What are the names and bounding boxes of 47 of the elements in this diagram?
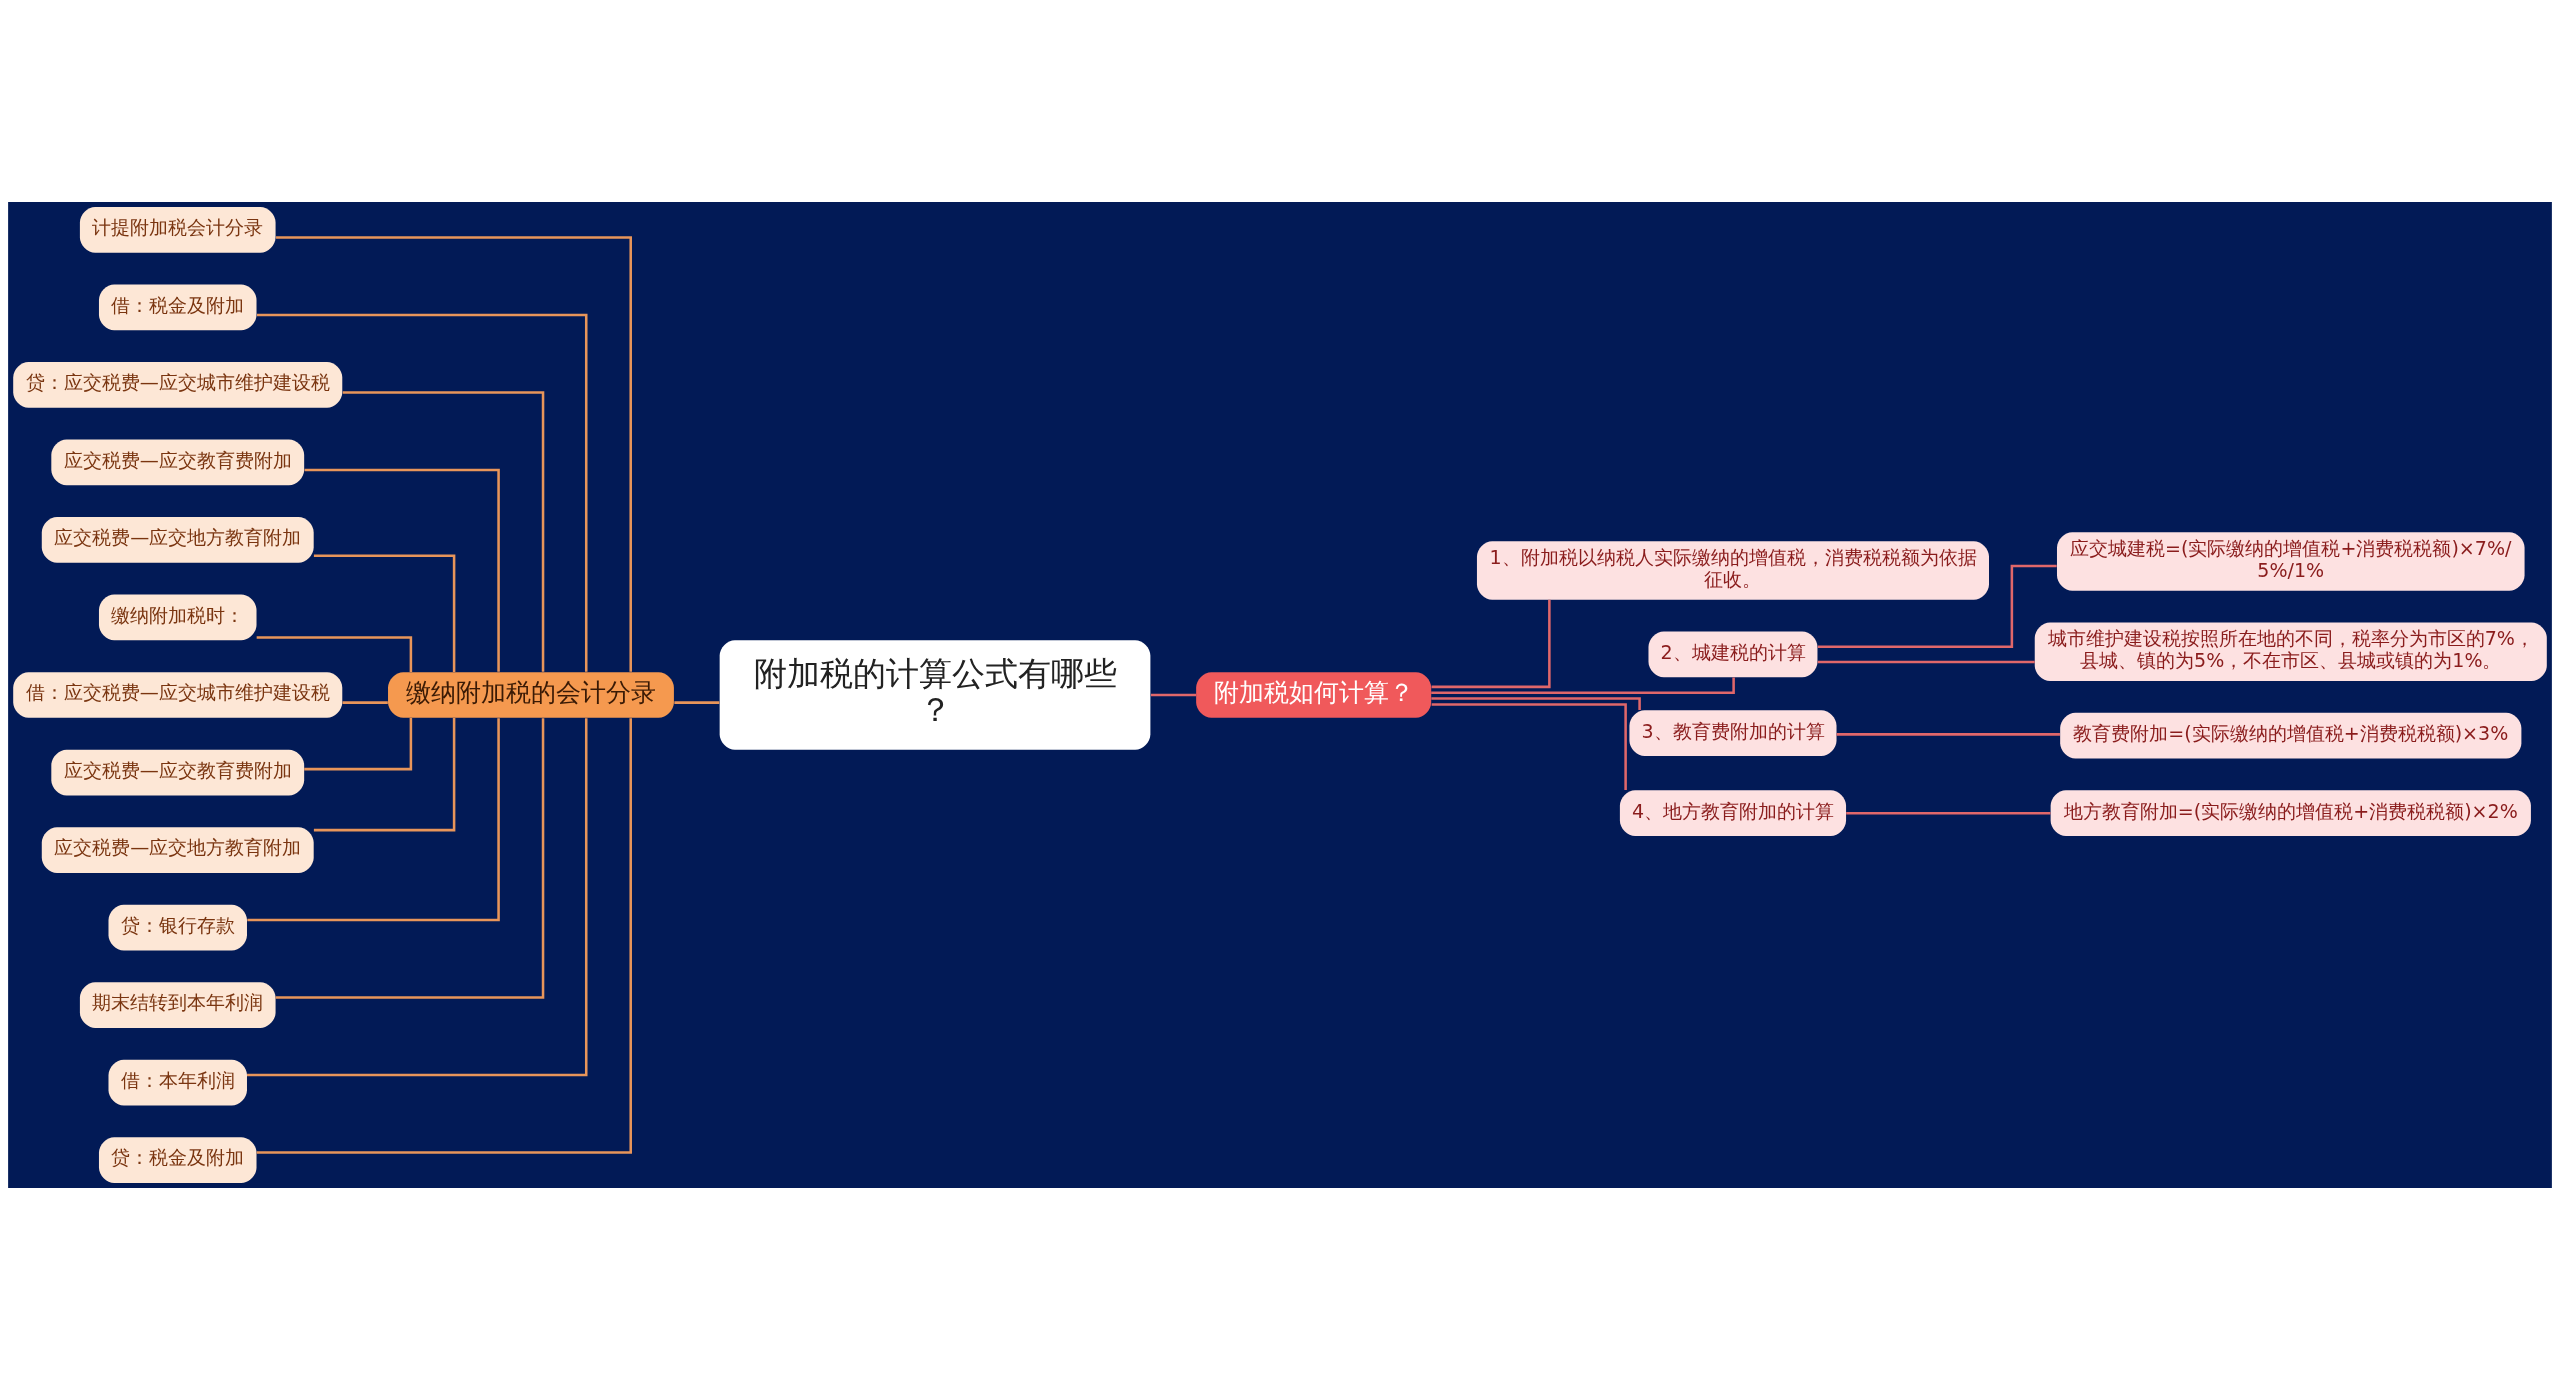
node-box: 应交税费—应交教育费附加 — [51, 749, 305, 796]
connector — [256, 636, 413, 672]
connector — [1846, 811, 2051, 815]
node-box: 计提附加税会计分录 — [79, 207, 276, 253]
node-box: 地方教育附加=(实际缴纳的增值税+消费税税额)×2% — [2050, 790, 2531, 837]
connector — [256, 718, 632, 1154]
node-box: 4、地方教育附加的计算 — [1619, 790, 1847, 837]
node-box: 附加税的计算公式有哪些？ — [719, 640, 1151, 750]
node-box: 贷：税金及附加 — [98, 1137, 257, 1183]
node-box: 应交城建税=(实际缴纳的增值税+消费税税额)×7%/5%/1% — [2057, 532, 2525, 591]
connector — [1431, 677, 1735, 694]
node-box: 教育费附加=(实际缴纳的增值税+消费税税额)×3% — [2060, 712, 2522, 759]
node-box: 缴纳附加税的会计分录 — [388, 672, 674, 718]
node-box: 3、教育费附加的计算 — [1629, 710, 1837, 756]
connector — [1150, 693, 1197, 697]
node-box: 应交税费—应交地方教育附加 — [41, 827, 314, 873]
node-box: 附加税如何计算？ — [1196, 672, 1432, 718]
connector — [313, 554, 456, 672]
node-box: 城市维护建设税按照所在地的不同，税率分为市区的7%，县城、镇的为5%，不在市区、县城或镇的为1%。 — [2034, 622, 2547, 681]
node-box: 借：本年利润 — [108, 1059, 247, 1106]
node-box: 贷：银行存款 — [108, 904, 247, 951]
connector — [247, 718, 500, 922]
node-box: 缴纳附加税时： — [98, 594, 257, 641]
node-box: 应交税费—应交教育费附加 — [51, 439, 305, 486]
node-box: 借：税金及附加 — [98, 284, 257, 331]
connector — [304, 718, 413, 771]
connector — [1431, 697, 1641, 710]
node-box: 2、城建税的计算 — [1648, 631, 1818, 678]
node-box: 应交税费—应交地方教育附加 — [41, 517, 314, 563]
connector — [276, 236, 632, 672]
connector — [275, 718, 545, 999]
connector — [247, 718, 588, 1077]
connector — [304, 468, 500, 672]
connector — [674, 701, 720, 704]
connector — [1817, 564, 2057, 648]
connector — [342, 701, 388, 704]
connector — [313, 717, 456, 832]
connector — [342, 391, 545, 672]
node-box: 借：应交税费—应交城市维护建设税 — [13, 672, 343, 718]
connector — [1817, 660, 2035, 664]
connector — [257, 313, 588, 672]
node-box: 1、附加税以纳税人实际缴纳的增值税，消费税税额为依据征收。 — [1476, 541, 1989, 600]
connector — [1431, 703, 1627, 791]
node-box: 期末结转到本年利润 — [79, 982, 276, 1028]
connector — [1836, 733, 2060, 736]
connector — [1431, 599, 1551, 689]
node-box: 贷：应交税费—应交城市维护建设税 — [13, 362, 343, 408]
